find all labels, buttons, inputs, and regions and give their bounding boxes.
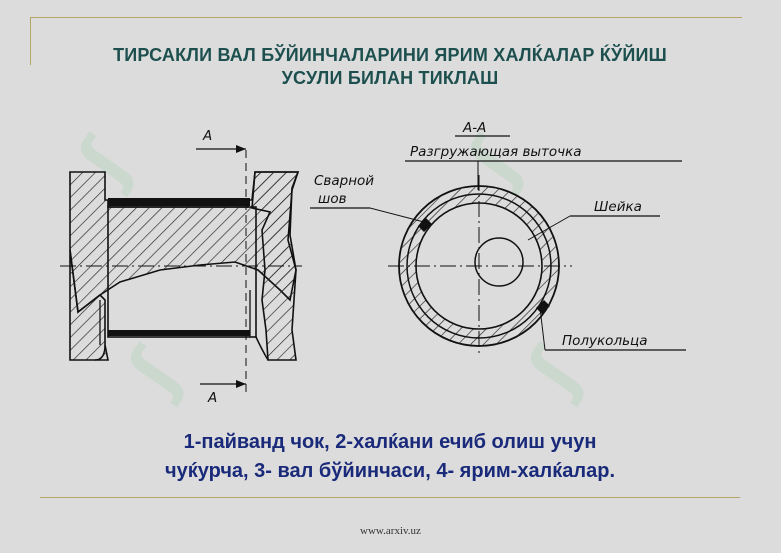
leader-line bbox=[539, 307, 546, 351]
label-weld-line1: Сварной bbox=[314, 173, 374, 189]
label-journal: Шейка bbox=[594, 199, 642, 215]
label-half-rings: Полукольца bbox=[562, 333, 648, 349]
label-section-a-bottom: А bbox=[207, 390, 217, 406]
crankshaft-side-view: А А bbox=[60, 128, 302, 406]
arrow-head-icon bbox=[236, 380, 246, 388]
journal-outline bbox=[107, 206, 257, 338]
slide-title: ТИРСАКЛИ ВАЛ БЎЙИНЧАЛАРИНИ ЯРИМ ХАЛЌАЛАР… bbox=[40, 44, 740, 90]
caption-line-2: чуќурча, 3- вал бўйинчаси, 4- ярим-халќа… bbox=[165, 460, 615, 482]
label-relief-groove: Разгружающая выточка bbox=[410, 144, 582, 160]
bottom-divider bbox=[40, 497, 740, 498]
oil-hole-circle bbox=[474, 237, 524, 287]
label-section-a-top: А bbox=[202, 128, 212, 144]
leader-line bbox=[369, 207, 425, 223]
title-line-1: ТИРСАКЛИ ВАЛ БЎЙИНЧАЛАРИНИ ЯРИМ ХАЛЌАЛАР… bbox=[113, 45, 667, 65]
weld-mark-top bbox=[418, 218, 432, 232]
label-section-a-a: А-А bbox=[462, 120, 486, 136]
half-ring-bottom bbox=[108, 330, 250, 336]
section-view-a-a: А-А Разгружающая выточка Сварной шов Шей… bbox=[310, 120, 686, 357]
hatched-left-lower bbox=[69, 249, 109, 361]
top-divider bbox=[30, 17, 742, 18]
left-divider bbox=[30, 17, 31, 65]
footer-url: www.arxiv.uz bbox=[360, 525, 421, 537]
label-weld-line2: шов bbox=[318, 191, 347, 207]
half-ring-top bbox=[108, 198, 250, 206]
caption-line-1: 1-пайванд чок, 2-халќани ечиб олиш учун bbox=[183, 431, 597, 453]
leader-line bbox=[527, 215, 571, 241]
fillet-left bbox=[94, 344, 106, 361]
weld-mark-bottom bbox=[536, 300, 550, 314]
fillet-right bbox=[255, 336, 269, 361]
arrow-head-icon bbox=[236, 145, 246, 153]
title-line-2: УСУЛИ БИЛАН ТИКЛАШ bbox=[281, 68, 499, 88]
figure-caption: 1-пайванд чок, 2-халќани ечиб олиш учун … bbox=[40, 428, 740, 486]
